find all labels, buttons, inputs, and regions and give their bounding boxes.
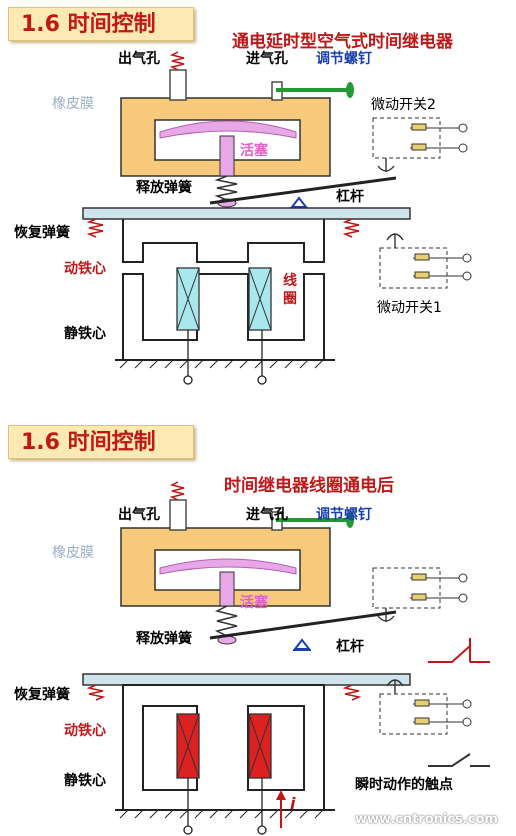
return-spring-right: [342, 218, 360, 238]
static-core-label: 静铁心: [64, 326, 106, 342]
lever: [209, 176, 397, 205]
outlet-hole-label: 出气孔: [118, 51, 160, 67]
piston-shaft: [219, 571, 235, 607]
fulcrum: [289, 196, 309, 208]
coil-label: 线圈: [283, 273, 297, 307]
terminal-right: [257, 375, 267, 385]
terminal-left: [183, 825, 193, 835]
inlet-hole-label: 进气孔: [246, 51, 288, 67]
return-spring-label: 恢复弹簧: [14, 687, 70, 703]
lever: [209, 610, 397, 640]
armature-core: [122, 219, 325, 263]
fulcrum: [292, 638, 312, 650]
lever-label: 杠杆: [336, 639, 364, 655]
micro-switch-2-box: [372, 567, 441, 609]
armature-label: 动铁心: [64, 261, 106, 277]
current-label: i: [290, 794, 296, 813]
micro-switch-1-box: [379, 247, 448, 289]
diagram-panel-top: 1.6 时间控制 通电延时型空气式时间继电器 出气孔 进气孔 调节螺钉 橡皮膜 …: [8, 7, 472, 385]
armature-label: 动铁心: [64, 723, 106, 739]
watermark: www.cntronics.com: [355, 812, 498, 827]
return-spring-left: [86, 218, 104, 238]
adjust-screw-label: 调节螺钉: [316, 507, 372, 523]
outlet-hole-label: 出气孔: [118, 507, 160, 523]
instant-contacts-label: 瞬时动作的触点: [355, 777, 453, 793]
outlet-spring: [169, 481, 185, 501]
adjust-screw-head: [346, 82, 354, 98]
armature-plate: [82, 207, 411, 220]
relay-drawing-top: [82, 51, 472, 385]
static-core-label: 静铁心: [64, 773, 106, 789]
return-spring-right: [342, 684, 362, 701]
release-spring: [214, 605, 238, 637]
piston-label: 活塞: [240, 143, 268, 159]
ground-hatch: [119, 359, 324, 369]
micro-switch-1-box: [379, 693, 448, 735]
diaphragm: [159, 120, 297, 139]
instant-contact-nc-symbol: [428, 638, 490, 663]
piston-shaft: [219, 135, 235, 177]
adjust-screw-label: 调节螺钉: [316, 51, 372, 67]
micro-switch-2-box: [372, 117, 441, 159]
lever-label: 杠杆: [336, 189, 364, 205]
diaphragm: [159, 558, 297, 575]
outlet-tube: [169, 499, 187, 531]
housing: [120, 97, 331, 177]
instant-contact-no-symbol: [428, 753, 490, 767]
return-spring-label: 恢复弹簧: [14, 225, 70, 241]
terminal-left: [183, 375, 193, 385]
section-badge: 1.6 时间控制: [8, 7, 194, 41]
section-badge: 1.6 时间控制: [8, 425, 194, 459]
terminal-right: [257, 825, 267, 835]
diaphragm-label: 橡皮膜: [52, 96, 94, 112]
armature-plate: [82, 673, 411, 686]
return-spring-left: [86, 684, 106, 701]
micro-switch-1-label: 微动开关1: [377, 300, 442, 316]
release-spring: [214, 175, 238, 201]
core: [122, 684, 325, 811]
adjust-screw-head: [346, 512, 354, 528]
micro-switch-2-label: 微动开关2: [371, 97, 436, 113]
outlet-spring: [169, 51, 185, 71]
relay-drawing-bottom: [82, 481, 490, 835]
outlet-tube: [169, 69, 187, 101]
diagram-panel-bottom: 1.6 时间控制 时间继电器线圈通电后 出气孔 进气孔 调节螺钉 橡皮膜 活塞 …: [0, 418, 516, 836]
housing: [120, 527, 331, 607]
release-spring-label: 释放弹簧: [136, 180, 192, 196]
diagram-title: 通电延时型空气式时间继电器: [232, 32, 453, 52]
release-spring-label: 释放弹簧: [136, 631, 192, 647]
diaphragm-label: 橡皮膜: [52, 545, 94, 561]
ground-hatch: [119, 809, 324, 819]
inlet-hole-label: 进气孔: [246, 507, 288, 523]
diagram-title: 时间继电器线圈通电后: [224, 476, 394, 496]
piston-label: 活塞: [240, 595, 268, 611]
